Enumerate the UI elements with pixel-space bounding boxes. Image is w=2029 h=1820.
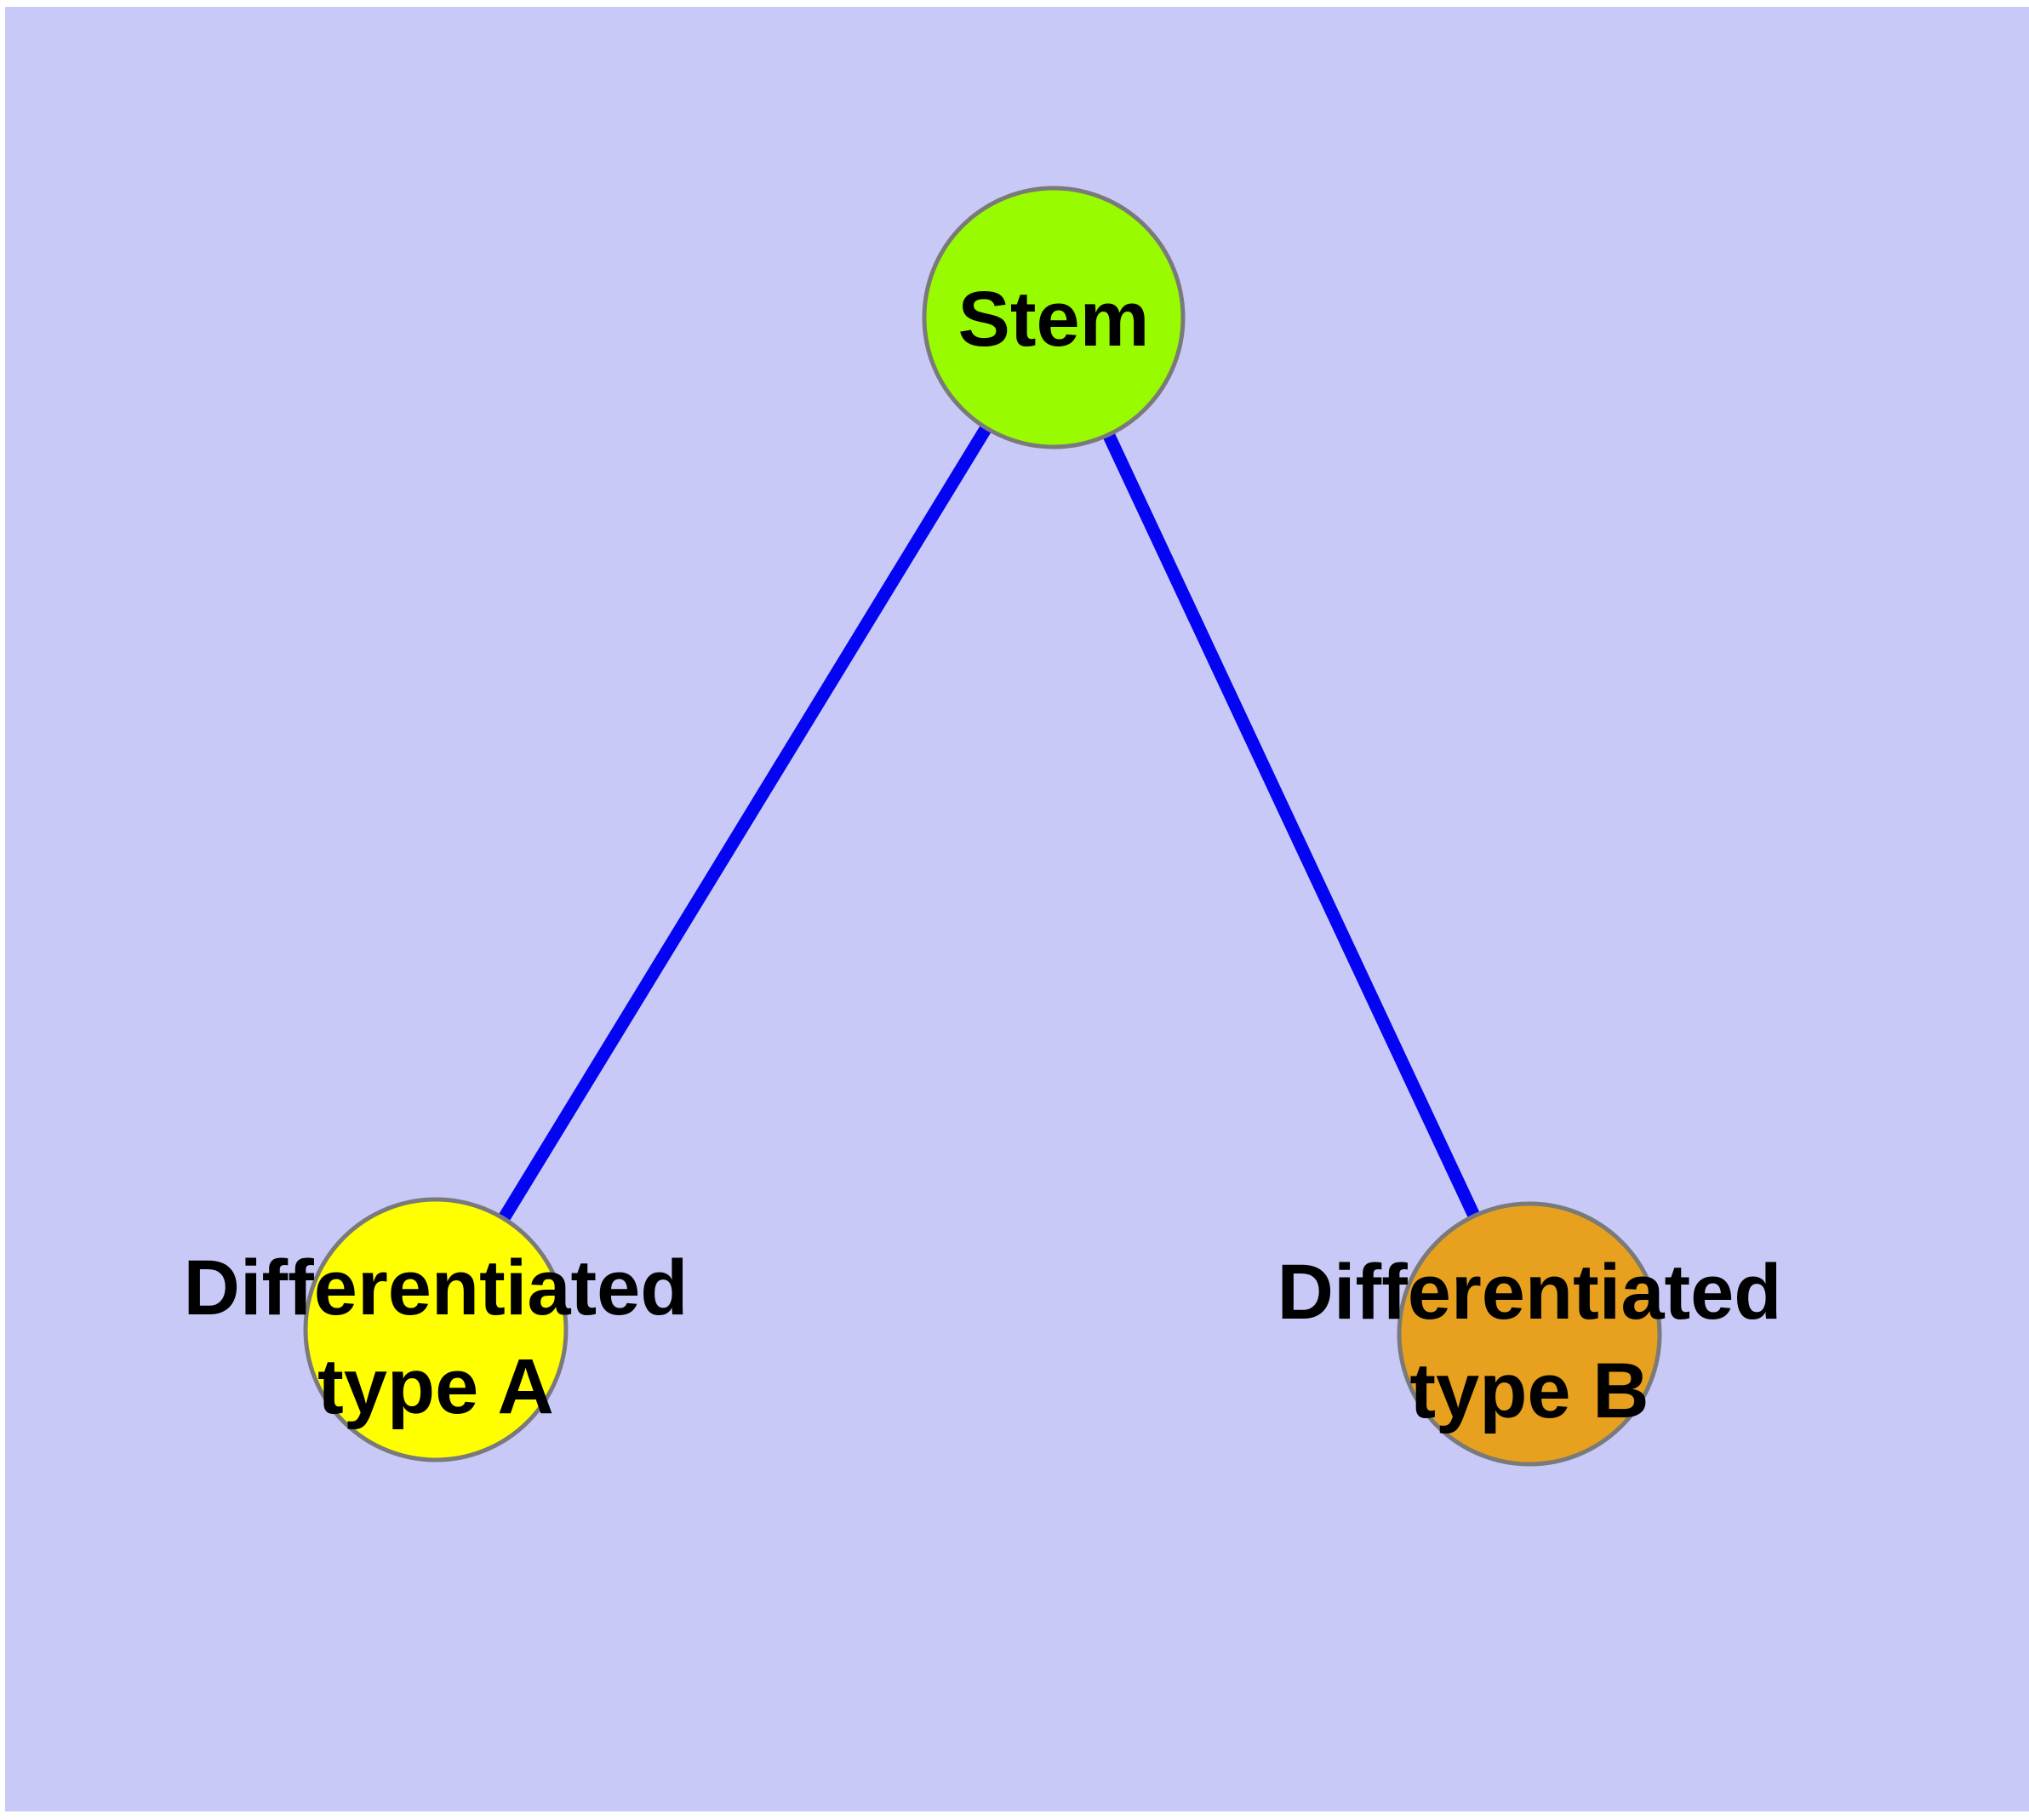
node-type-b-label-line2: type B — [1409, 1348, 1649, 1434]
node-differentiated-type-b[interactable] — [1397, 1201, 1662, 1467]
node-stem[interactable] — [922, 186, 1186, 449]
node-differentiated-type-a[interactable] — [303, 1197, 569, 1462]
node-type-a-label-line2: type A — [317, 1343, 554, 1430]
edge-stem-to-type-b — [1048, 314, 1535, 1337]
node-stem-label: Stem — [958, 276, 1150, 363]
node-type-a-label-line1: Differentiated — [184, 1245, 689, 1331]
edge-stem-to-type-a — [430, 314, 1060, 1333]
node-type-b-label-line1: Differentiated — [1277, 1249, 1782, 1336]
